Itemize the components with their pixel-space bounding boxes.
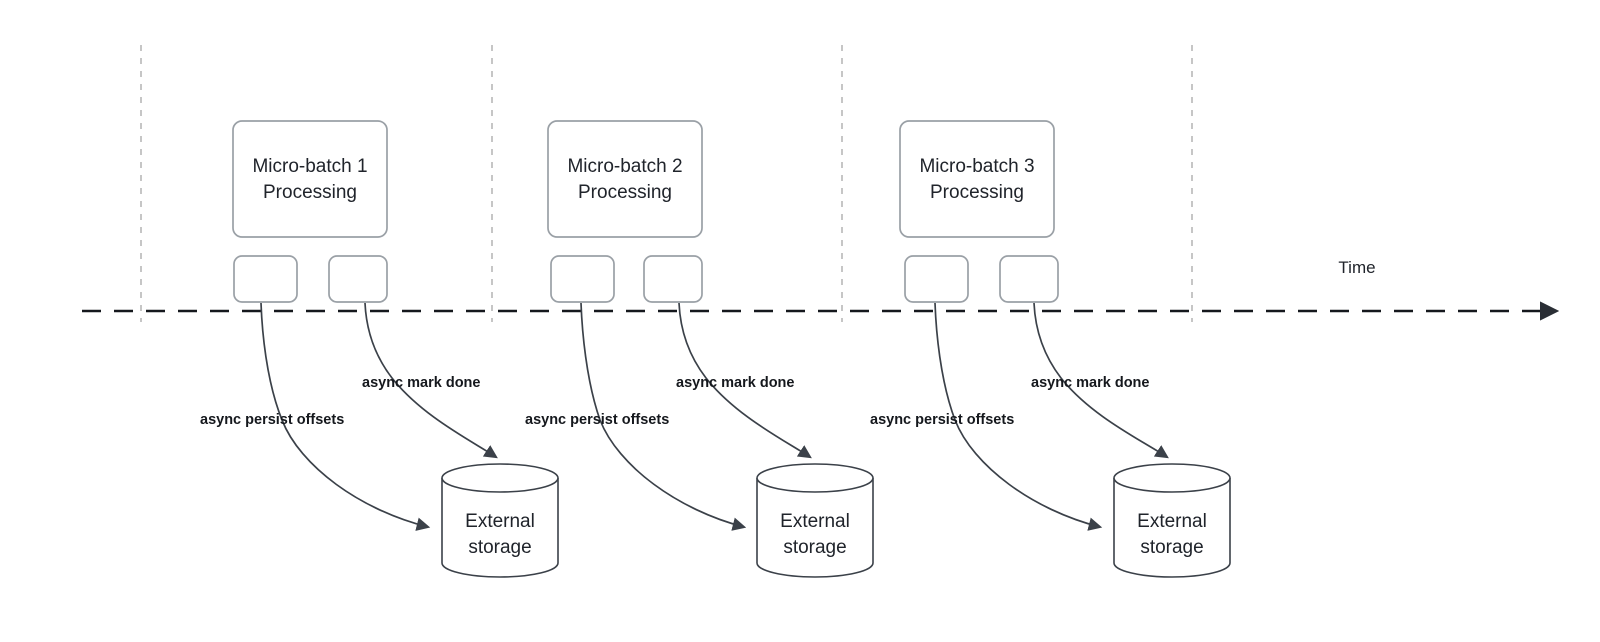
external-storage-2[interactable]: External storage: [756, 463, 874, 578]
edge-persist-offsets-2: [580, 302, 747, 531]
group-1: Micro-batch 1 Processing External storag…: [200, 120, 559, 578]
edge-label-persist-offsets-2: async persist offsets: [525, 412, 669, 428]
edge-persist-offsets-3: [934, 302, 1103, 531]
edge-label-mark-done-2: async mark done: [676, 375, 794, 391]
edge-persist-offsets-1: [260, 302, 431, 531]
edge-label-mark-done-1: async mark done: [362, 375, 480, 391]
microbatch-box-3-line2: Processing: [930, 182, 1024, 203]
task-box-2b[interactable]: [643, 255, 703, 303]
external-storage-3-line1: External: [1137, 511, 1207, 532]
microbatch-box-2[interactable]: [547, 120, 703, 238]
group-2: Micro-batch 2 Processing External storag…: [525, 120, 874, 578]
microbatch-box-1[interactable]: [232, 120, 388, 238]
microbatch-box-1-line1: Micro-batch 1: [252, 156, 367, 177]
task-box-2a[interactable]: [550, 255, 615, 303]
edge-label-persist-offsets-1: async persist offsets: [200, 412, 344, 428]
task-box-1b[interactable]: [328, 255, 388, 303]
external-storage-1[interactable]: External storage: [441, 463, 559, 578]
microbatch-box-2-line2: Processing: [578, 182, 672, 203]
edge-mark-done-3: [1033, 302, 1169, 459]
edge-label-persist-offsets-3: async persist offsets: [870, 412, 1014, 428]
microbatch-box-3-line1: Micro-batch 3: [919, 156, 1034, 177]
microbatch-box-1-line2: Processing: [263, 182, 357, 203]
time-axis-label: Time: [1338, 258, 1375, 277]
microbatch-box-3[interactable]: [899, 120, 1055, 238]
external-storage-2-line1: External: [780, 511, 850, 532]
task-box-3b[interactable]: [999, 255, 1059, 303]
external-storage-2-line2: storage: [783, 537, 846, 558]
external-storage-1-line1: External: [465, 511, 535, 532]
time-axis: Time: [82, 258, 1560, 321]
task-box-1a[interactable]: [233, 255, 298, 303]
task-box-3a[interactable]: [904, 255, 969, 303]
microbatch-box-2-line1: Micro-batch 2: [567, 156, 682, 177]
external-storage-3[interactable]: External storage: [1113, 463, 1231, 578]
group-3: Micro-batch 3 Processing External storag…: [870, 120, 1231, 578]
edge-label-mark-done-3: async mark done: [1031, 375, 1149, 391]
external-storage-1-line2: storage: [468, 537, 531, 558]
edge-mark-done-2: [678, 302, 812, 459]
edge-mark-done-1: [364, 302, 498, 459]
external-storage-3-line2: storage: [1140, 537, 1203, 558]
